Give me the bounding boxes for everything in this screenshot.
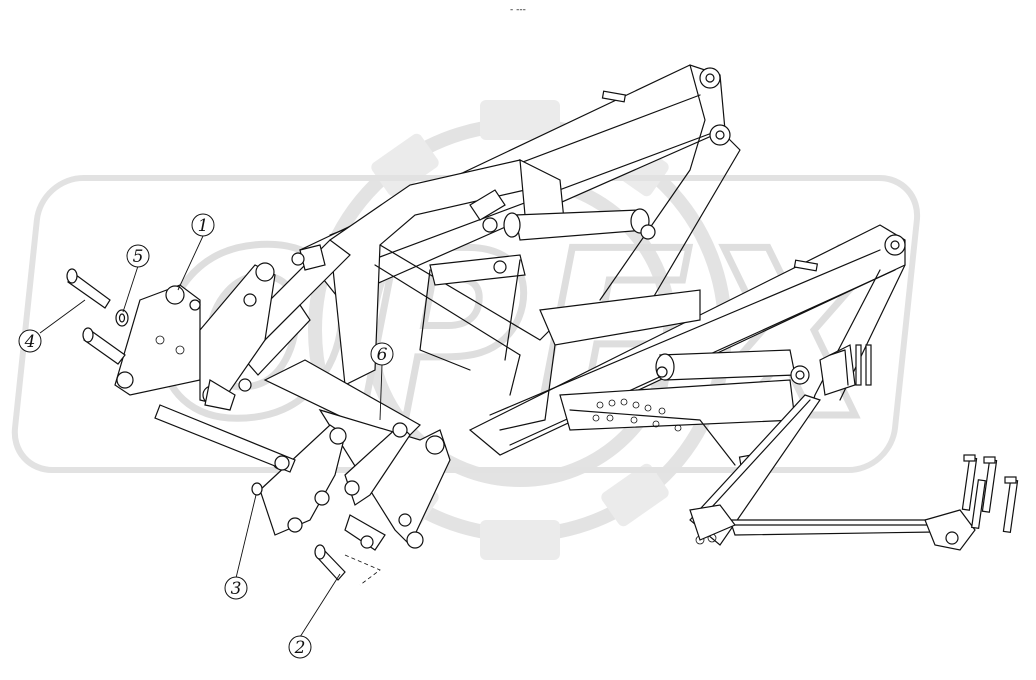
callout-1-label: 1 — [198, 216, 209, 236]
cross-shaft — [154, 404, 296, 473]
top-mark: - --- — [510, 5, 526, 15]
hydraulic-cylinder-lower — [655, 344, 872, 396]
callout-2-label: 2 — [294, 638, 306, 658]
cross-member-holes — [592, 398, 682, 432]
pin-2 — [314, 544, 381, 586]
callout-4-label: 4 — [24, 332, 36, 352]
left-bracket-2 — [199, 262, 276, 411]
callout-5-label: 5 — [133, 247, 144, 267]
bolts-right — [961, 454, 1019, 533]
loose-parts — [66, 268, 381, 586]
callout-6-label: 6 — [377, 345, 388, 365]
callout-3-label: 3 — [231, 579, 242, 599]
frame-assembly — [114, 64, 1019, 551]
hydraulic-cylinder-upper — [469, 189, 656, 241]
central-frame — [329, 158, 796, 466]
left-bracket-4 — [344, 422, 411, 551]
callout-2[interactable]: 2 — [288, 573, 341, 659]
hydraulic-fittings — [855, 344, 872, 386]
pin-4 — [66, 268, 126, 365]
lower-left-arm — [239, 239, 451, 549]
callout-3[interactable]: 3 — [224, 494, 257, 600]
tie-rod — [689, 504, 976, 551]
callout-6[interactable]: 6 — [370, 342, 394, 421]
callout-4[interactable]: 4 — [18, 299, 86, 353]
left-bracket-1 — [114, 284, 201, 396]
callout-5[interactable]: 5 — [122, 244, 150, 313]
washer-3 — [251, 482, 263, 496]
callout-1[interactable]: 1 — [177, 213, 215, 291]
